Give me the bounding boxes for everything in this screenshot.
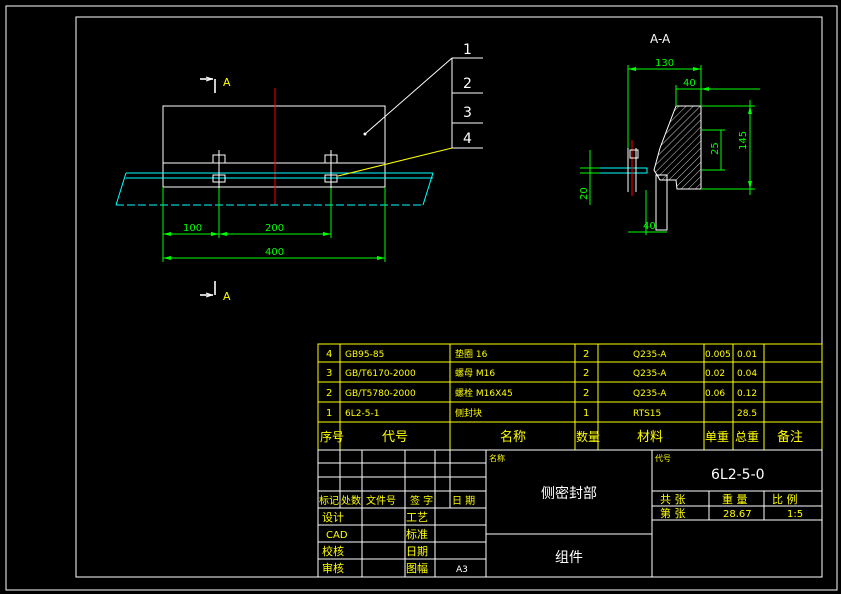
- outer-frame: [5, 5, 838, 591]
- bom-cell-name: 侧封块: [455, 407, 482, 419]
- sign-design: 设计: [322, 511, 344, 524]
- bom-cell-name: 螺母 M16: [455, 368, 495, 379]
- front-view: A A: [115, 42, 483, 303]
- bom-header-note: 备注: [777, 429, 803, 445]
- rev-header-count: 处数: [341, 494, 361, 507]
- dim-25: 25: [710, 142, 721, 155]
- bom-cell-unit: 0.005: [705, 350, 731, 360]
- rev-header-mark: 标记: [319, 495, 339, 507]
- bolt-left: [212, 150, 226, 188]
- balloon-4: 4: [463, 131, 472, 147]
- dim-400: 400: [265, 247, 284, 258]
- name-label: 名称: [489, 453, 505, 463]
- bom-cell-no: 2: [326, 388, 332, 399]
- sheets-label: 共 张: [660, 493, 686, 506]
- seal-block: [162, 105, 386, 188]
- bom-cell-material: Q235-A: [633, 350, 667, 360]
- bom-cell-no: 1: [326, 408, 332, 419]
- balloon-2: 2: [463, 76, 472, 92]
- bom-cell-total: 0.01: [737, 350, 757, 360]
- sign-review: 审核: [322, 561, 344, 575]
- drawing-type: 组件: [555, 550, 583, 566]
- bom-cell-qty: 1: [583, 408, 589, 419]
- dim-130: 130: [655, 58, 674, 69]
- sign-standard: 标准: [406, 527, 428, 541]
- bom-header-unit: 单重: [705, 430, 729, 444]
- bom-cell-material: Q235-A: [633, 389, 667, 399]
- bolt-right: [324, 150, 338, 188]
- code-label: 代号: [655, 453, 671, 463]
- drawing-code: 6L2-5-0: [711, 467, 765, 483]
- bom-cell-code: GB95-85: [345, 350, 384, 360]
- dim-40-top: 40: [683, 78, 696, 89]
- scale-value: 1:5: [787, 509, 803, 520]
- dim-40-bottom: 40: [643, 221, 656, 232]
- bom-cell-code: GB/T6170-2000: [345, 369, 416, 379]
- section-title: A-A: [650, 32, 671, 46]
- title-block-text: 名称 侧密封部 代号 6L2-5-0 组件 共 张 重 量 比 例 第 张 28…: [319, 453, 803, 575]
- bom-cell-code: 6L2-5-1: [345, 409, 379, 419]
- bom-cell-no: 4: [326, 349, 332, 360]
- drawing-name: 侧密封部: [541, 485, 597, 502]
- rev-header-file: 文件号: [366, 494, 396, 507]
- section-marker-top: A: [223, 76, 231, 89]
- weight-label: 重 量: [722, 492, 748, 506]
- title-block-grid: [317, 449, 823, 578]
- bom-header-code: 代号: [382, 430, 408, 445]
- inner-frame: [75, 16, 823, 578]
- front-dimensions: [162, 187, 386, 262]
- dim-100: 100: [183, 223, 202, 234]
- dim-145: 145: [738, 131, 749, 150]
- section-view: A-A: [579, 32, 760, 235]
- dim-200: 200: [265, 223, 284, 234]
- bom-cell-qty: 2: [583, 349, 589, 360]
- bom-cell-unit: 0.06: [705, 389, 725, 399]
- section-dimensions: [580, 65, 760, 235]
- rev-header-date: 日 期: [452, 495, 475, 507]
- bom-cell-total: 28.5: [737, 409, 757, 419]
- bom-cell-material: Q235-A: [633, 369, 667, 379]
- sign-check: 校核: [322, 544, 344, 558]
- sheet-size: A3: [456, 565, 468, 575]
- bom-cell-name: 垫圈 16: [455, 348, 488, 360]
- dim-20: 20: [579, 187, 590, 200]
- sign-process: 工艺: [406, 511, 428, 524]
- bom-header-no: 序号: [320, 429, 344, 444]
- bom-cell-name: 螺栓 M16X45: [455, 387, 513, 399]
- scale-label: 比 例: [772, 492, 798, 506]
- bom-cell-no: 3: [326, 368, 332, 379]
- bom-header-name: 名称: [500, 429, 526, 445]
- bom-header-material: 材料: [637, 430, 663, 445]
- bom-cell-material: RTS15: [633, 409, 661, 419]
- sign-format: 图幅: [406, 562, 428, 575]
- balloon-1: 1: [463, 42, 472, 58]
- sign-date: 日期: [406, 545, 428, 558]
- bom-cell-qty: 2: [583, 388, 589, 399]
- bom-cell-code: GB/T5780-2000: [345, 389, 416, 399]
- rev-header-sign: 签 字: [410, 494, 433, 507]
- bom-header-qty: 数量: [576, 429, 600, 444]
- weight-value: 28.67: [723, 509, 752, 520]
- bom-header: 序号 代号 名称 数量 材料 单重 总重 备注: [320, 429, 803, 445]
- balloon-3: 3: [463, 105, 472, 121]
- bom-cell-total: 0.04: [737, 369, 757, 379]
- sign-cad: CAD: [326, 530, 348, 541]
- bom-cell-unit: 0.02: [705, 369, 725, 379]
- sheet-label: 第 张: [660, 506, 686, 520]
- section-marker-bottom: A: [223, 290, 231, 303]
- bom-cell-total: 0.12: [737, 389, 757, 399]
- bom-header-total: 总重: [735, 430, 759, 444]
- bom-cell-qty: 2: [583, 368, 589, 379]
- seal-profile: [653, 105, 702, 190]
